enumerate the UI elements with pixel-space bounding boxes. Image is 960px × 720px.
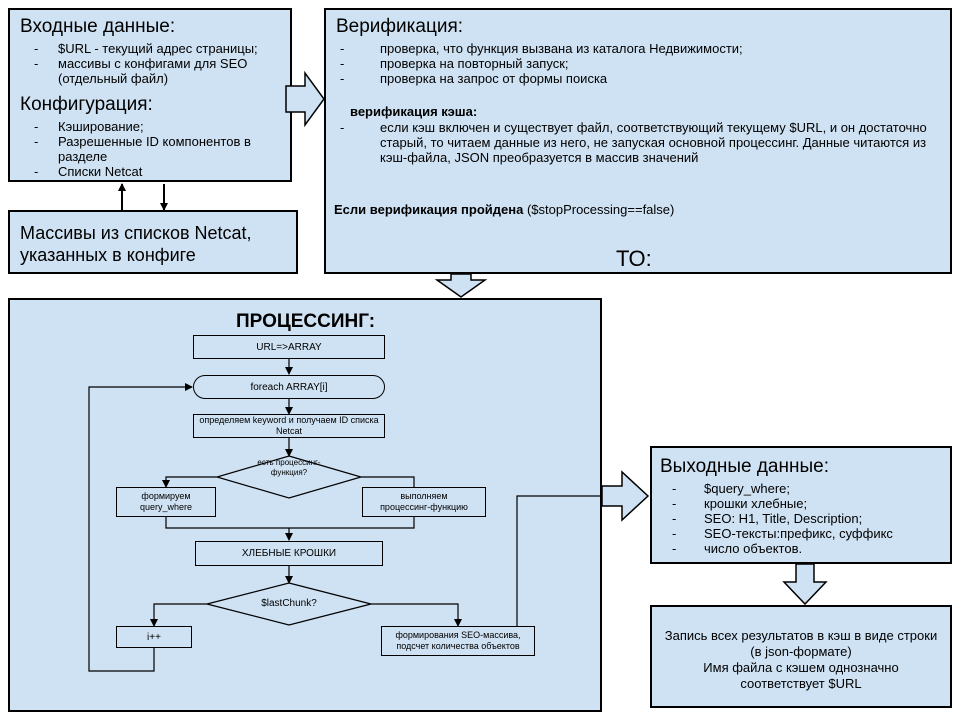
input-item: $URL - текущий адрес страницы; xyxy=(20,41,290,56)
decision-diamond xyxy=(214,455,364,499)
block-arrow-right-icon xyxy=(601,470,650,522)
url-array-step: URL=>ARRAY xyxy=(193,335,385,359)
cache-write-box: Запись всех результатов в кэш в виде стр… xyxy=(650,605,952,708)
cache-verification-title: верификация кэша: xyxy=(350,104,478,119)
cache-write-line: (в json-формате) xyxy=(750,644,852,659)
foreach-step: foreach ARRAY[i] xyxy=(193,375,385,399)
determine-keyword-step: определяем keyword и получаем ID списка … xyxy=(193,414,385,438)
verification-condition-rest: ($stopProcessing==false) xyxy=(523,202,675,217)
output-item: SEO: H1, Title, Description; xyxy=(658,511,948,526)
cache-write-text: Запись всех результатов в кэш в виде стр… xyxy=(652,628,950,692)
seo-array-step: формирования SEO-массива, подсчет количе… xyxy=(381,626,535,656)
then-label: ТО: xyxy=(616,246,652,271)
config-list: Кэширование; Разрешенные ID компонентов … xyxy=(20,119,282,179)
verification-condition-bold: Если верификация пройдена xyxy=(334,202,524,217)
decision-last-chunk: $lastChunk? xyxy=(261,598,317,609)
processing-title: ПРОЦЕССИНГ: xyxy=(236,311,376,332)
netcat-arrays-box: Массивы из списков Netcat, указанных в к… xyxy=(8,210,298,274)
cache-verification-list: если кэш включен и существует файл, соот… xyxy=(326,120,948,165)
verification-box: Верификация: проверка, что функция вызва… xyxy=(324,8,952,274)
output-item: крошки хлебные; xyxy=(658,496,948,511)
input-item: массивы с конфигами для SEO (отдельный ф… xyxy=(20,56,290,86)
form-query-where-step: формируем query_where xyxy=(116,487,216,517)
cache-write-line: соответствует $URL xyxy=(740,676,862,691)
cache-verification-item: если кэш включен и существует файл, соот… xyxy=(326,120,948,165)
config-item: Разрешенные ID компонентов в разделе xyxy=(20,134,282,164)
breadcrumbs-step: ХЛЕБНЫЕ КРОШКИ xyxy=(195,541,383,566)
output-box: Выходные данные: $query_where; крошки хл… xyxy=(650,446,952,564)
input-list: $URL - текущий адрес страницы; массивы с… xyxy=(20,41,290,86)
config-title: Конфигурация: xyxy=(20,94,153,115)
verification-list: проверка, что функция вызвана из каталог… xyxy=(326,41,886,86)
increment-step: i++ xyxy=(116,626,192,648)
output-list: $query_where; крошки хлебные; SEO: H1, T… xyxy=(658,481,948,556)
config-arrows xyxy=(118,183,168,211)
netcat-arrays-text: Массивы из списков Netcat, указанных в к… xyxy=(20,223,252,265)
cache-write-line: Запись всех результатов в кэш в виде стр… xyxy=(664,628,938,643)
input-config-box: Входные данные: $URL - текущий адрес стр… xyxy=(8,8,292,182)
output-item: SEO-тексты:префикс, суффикс xyxy=(658,526,948,541)
output-item: $query_where; xyxy=(658,481,948,496)
input-title: Входные данные: xyxy=(20,16,176,37)
verification-condition: Если верификация пройдена ($stopProcessi… xyxy=(334,202,674,218)
config-item: Списки Netcat xyxy=(20,164,282,179)
block-arrow-right-icon xyxy=(285,70,325,128)
output-title: Выходные данные: xyxy=(660,456,829,477)
block-arrow-down-icon xyxy=(434,273,488,298)
output-item: число объектов. xyxy=(658,541,948,556)
verification-title: Верификация: xyxy=(336,16,464,37)
verification-item: проверка на запрос от формы поиска xyxy=(326,71,886,86)
cache-write-line: Имя файла с кэшем однозначно xyxy=(703,660,899,675)
verification-item: проверка, что функция вызвана из каталог… xyxy=(326,41,886,56)
decision-processing-function: есть процессинг-функция? xyxy=(257,458,321,477)
run-processing-function-step: выполняем процессинг-функцию xyxy=(362,487,486,517)
block-arrow-down-icon xyxy=(782,563,828,606)
decision-diamond xyxy=(206,582,372,626)
config-item: Кэширование; xyxy=(20,119,282,134)
verification-item: проверка на повторный запуск; xyxy=(326,56,886,71)
